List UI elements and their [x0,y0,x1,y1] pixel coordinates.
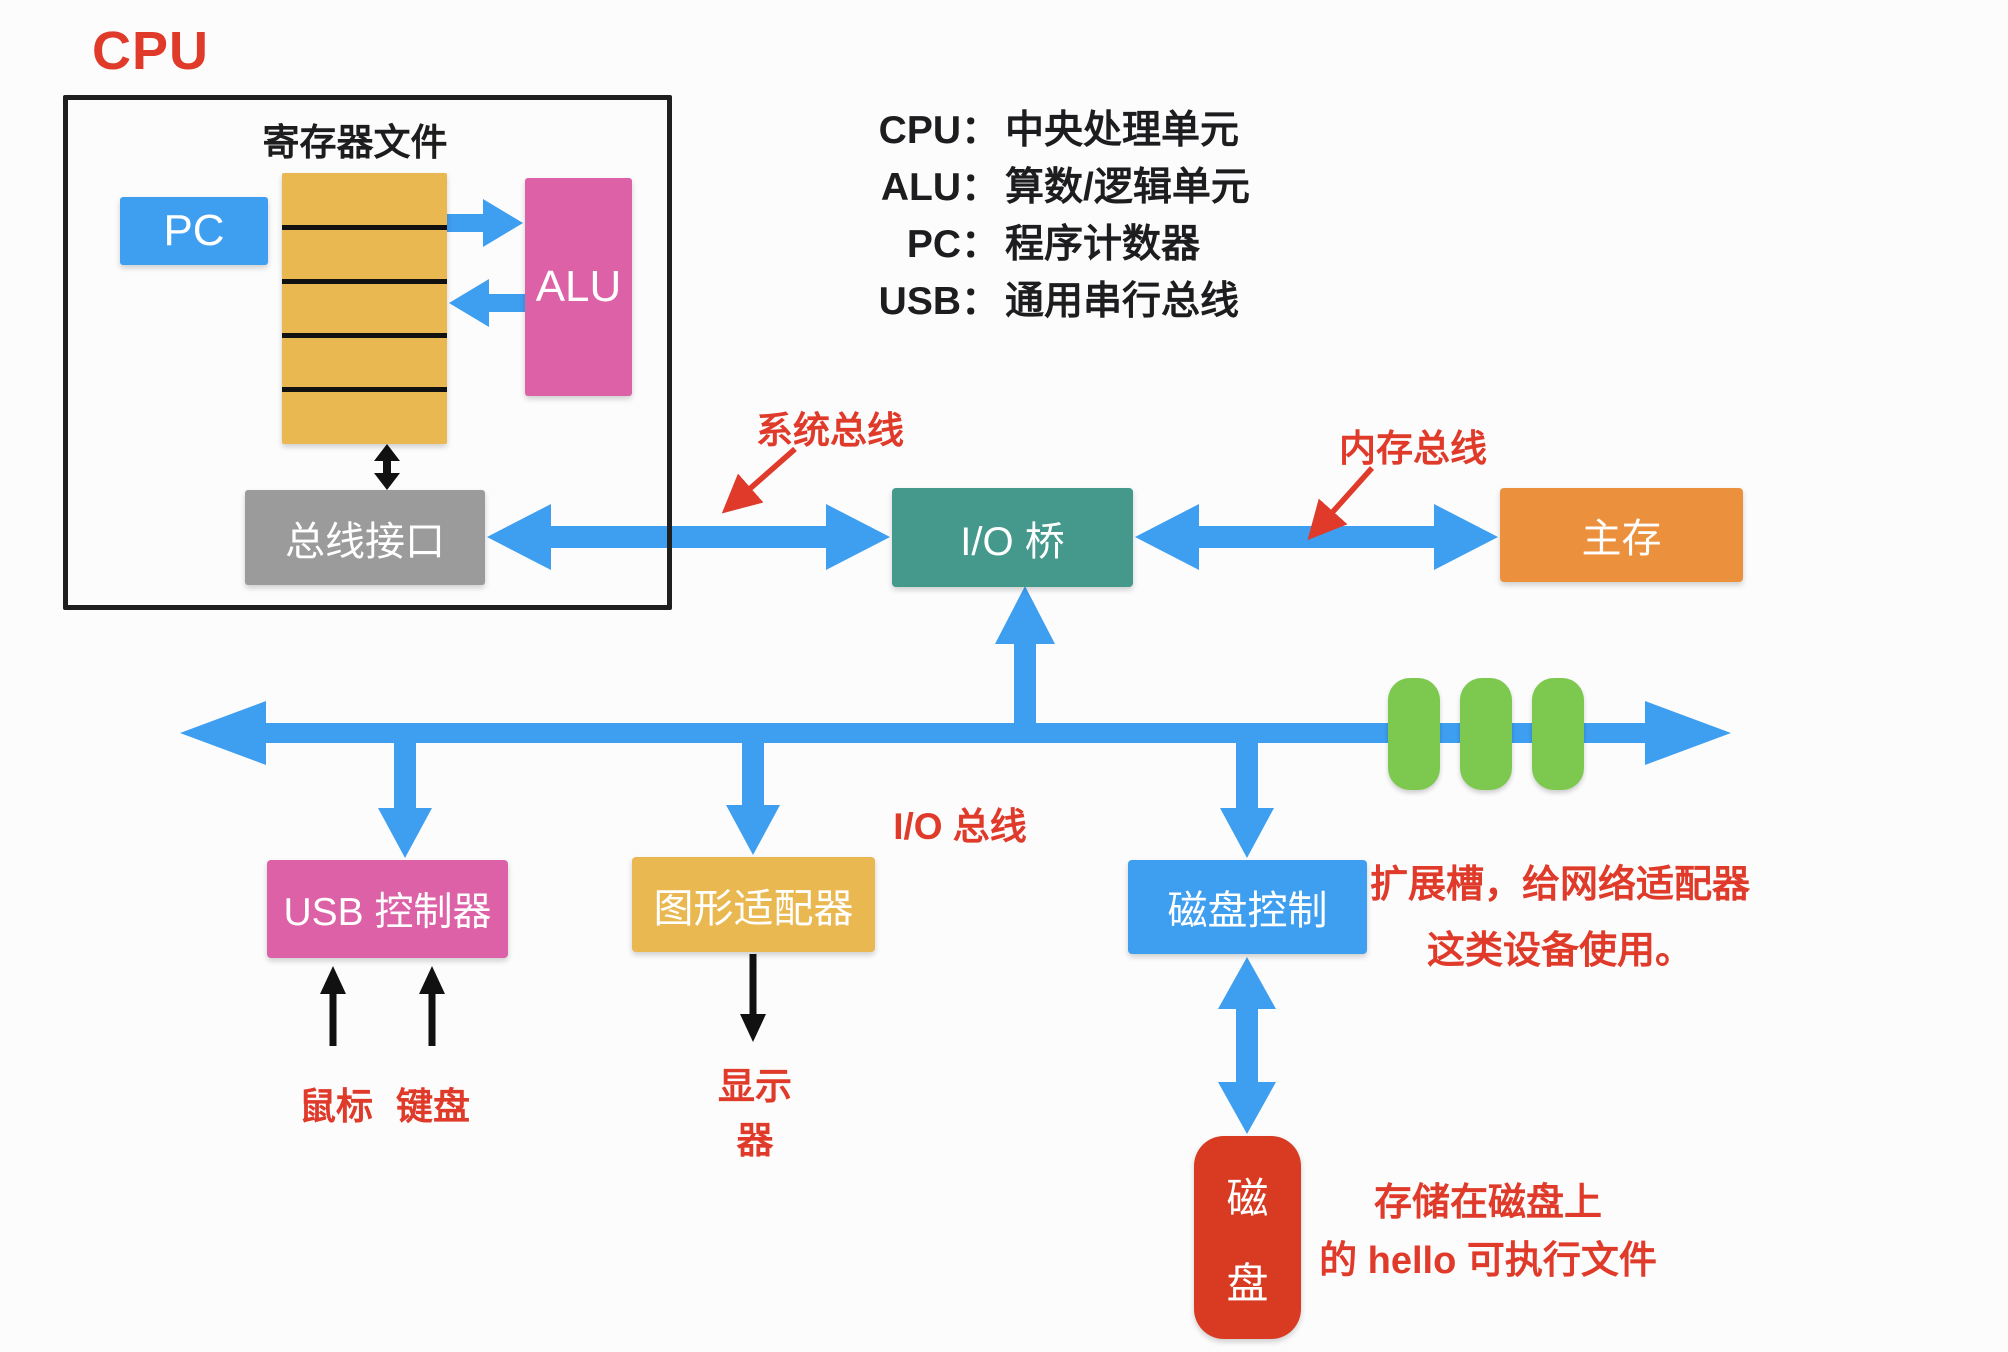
mouse-label: 鼠标 [299,1086,373,1127]
disk-char: 磁 [1226,1174,1269,1222]
disk-note-line1: 存储在磁盘上 [1373,1182,1602,1224]
legend-term: USB： [878,280,1000,323]
legend-row: CPU： 中央处理单元 [860,102,1280,159]
memory-bus-label: 内存总线 [1339,428,1487,469]
legend-row: ALU： 算数/逻辑单元 [860,159,1280,216]
pc-box: PC [120,197,268,265]
disk-char: 盘 [1226,1259,1269,1307]
memory-bus-pointer-arrow [1307,466,1375,541]
legend: CPU： 中央处理单元 ALU： 算数/逻辑单元 PC： 程序计数器 USB： … [860,102,1280,330]
expansion-slots-note-line2: 这类设备使用。 [1426,930,1693,972]
expansion-slot [1388,678,1440,790]
io-bus-label: I/O 总线 [893,806,1027,847]
io-bridge-box: I/O 桥 [892,488,1133,587]
mouse-arrow [320,966,346,1046]
legend-definition: 程序计数器 [1005,223,1201,266]
memory-bus-arrow [1135,504,1498,570]
regfile-businterface-arrow [374,444,400,490]
expansion-slots-note-line1: 扩展槽，给网络适配器 [1369,864,1750,906]
register-file [282,173,447,444]
legend-term: ALU： [880,166,1000,209]
system-bus-arrow [487,504,890,570]
legend-term: CPU： [878,109,1000,152]
io-bridge-riser-arrow [995,586,1055,743]
register-row-divider [282,279,447,284]
disk-box: 磁 盘 [1194,1136,1301,1339]
disk-note-line2: 的 hello 可执行文件 [1319,1240,1657,1282]
graphics-branch-arrow [726,743,780,855]
system-bus-pointer-arrow [721,446,797,514]
legend-row: USB： 通用串行总线 [860,273,1280,330]
register-row-divider [282,225,447,230]
usb-branch-arrow [378,743,432,858]
expansion-slots-note: 扩展槽，给网络适配器 这类设备使用。 [1360,852,1760,984]
keyboard-arrow [419,966,445,1046]
display-label: 显示器 [718,1066,792,1161]
disk-controller-box: 磁盘控制 [1128,860,1367,954]
display-arrow [740,954,766,1042]
main-memory-box: 主存 [1500,488,1743,582]
disk-link-arrow [1218,957,1276,1134]
cpu-box [63,95,672,610]
disk-branch-arrow [1220,743,1274,858]
alu-to-regfile-arrow [449,279,525,327]
expansion-slot [1532,678,1584,790]
cpu-title: CPU [92,21,210,81]
expansion-slot [1460,678,1512,790]
legend-definition: 中央处理单元 [1005,109,1240,152]
legend-definition: 通用串行总线 [1005,280,1240,323]
legend-term: PC： [906,223,1000,266]
alu-box: ALU [525,178,632,396]
disk-note: 存储在磁盘上 的 hello 可执行文件 [1288,1174,1688,1290]
register-row-divider [282,387,447,392]
legend-row: PC： 程序计数器 [860,216,1280,273]
bus-interface-box: 总线接口 [245,490,485,585]
keyboard-label: 键盘 [396,1086,470,1127]
graphics-adapter-box: 图形适配器 [632,857,875,952]
register-row-divider [282,333,447,338]
legend-definition: 算数/逻辑单元 [1005,166,1250,209]
usb-controller-box: USB 控制器 [267,860,508,958]
io-bus-arrow [180,701,1731,765]
register-file-label: 寄存器文件 [262,122,448,163]
regfile-to-alu-arrow [447,199,523,247]
system-bus-label: 系统总线 [756,410,904,451]
